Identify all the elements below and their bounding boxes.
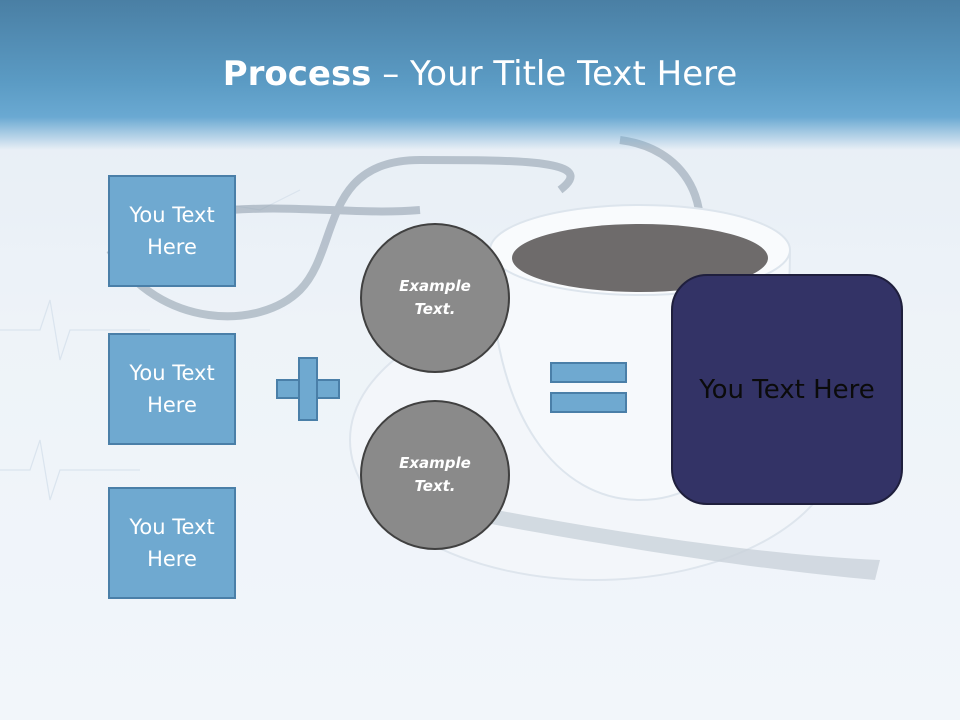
result-box[interactable]: You Text Here <box>671 274 903 505</box>
title-banner: Process – Your Title Text Here <box>0 0 960 150</box>
text-box-2[interactable]: You Text Here <box>108 333 236 445</box>
title-rest-part: – Your Title Text Here <box>371 54 738 94</box>
page-title: Process – Your Title Text Here <box>0 52 960 96</box>
equals-bar-bottom <box>550 392 627 413</box>
example-circle-1[interactable]: Example Text. <box>360 223 510 373</box>
text-box-1[interactable]: You Text Here <box>108 175 236 287</box>
plus-icon <box>276 357 340 421</box>
title-bold-part: Process <box>222 54 372 94</box>
example-circle-2[interactable]: Example Text. <box>360 400 510 550</box>
equals-bar-top <box>550 362 627 383</box>
text-box-3[interactable]: You Text Here <box>108 487 236 599</box>
